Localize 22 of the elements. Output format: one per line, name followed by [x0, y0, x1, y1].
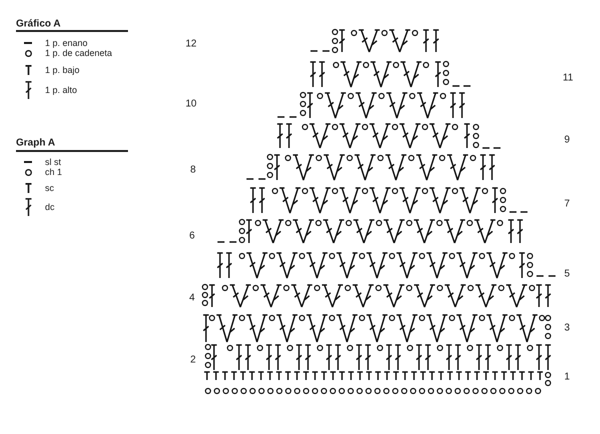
legend-label: dc	[45, 202, 55, 212]
row-number: 6	[189, 230, 195, 242]
legend-label: 1 p. alto	[45, 86, 78, 96]
chart-heading: Gráfico A	[16, 18, 61, 30]
legend-label: sc	[45, 184, 54, 194]
legend-label: ch 1	[45, 168, 62, 178]
row-number: 3	[564, 322, 570, 334]
row-number: 4	[189, 292, 195, 304]
row-number: 7	[564, 198, 570, 210]
legend-label: 1 p. de cadeneta	[45, 48, 112, 58]
row-number: 12	[185, 38, 197, 50]
row-number: 11	[562, 72, 574, 84]
legend-label: 1 p. enano	[45, 38, 88, 48]
row-number: 2	[190, 354, 196, 366]
row-number: 1	[564, 372, 570, 382]
legend-label: sl st	[45, 158, 62, 168]
row-number: 5	[564, 268, 570, 280]
chart-heading: Graph A	[16, 138, 56, 148]
row-number: 10	[185, 98, 197, 110]
legend-label: 1 p. bajo	[45, 66, 80, 76]
row-number: 9	[564, 134, 570, 146]
row-number: 8	[190, 164, 196, 176]
